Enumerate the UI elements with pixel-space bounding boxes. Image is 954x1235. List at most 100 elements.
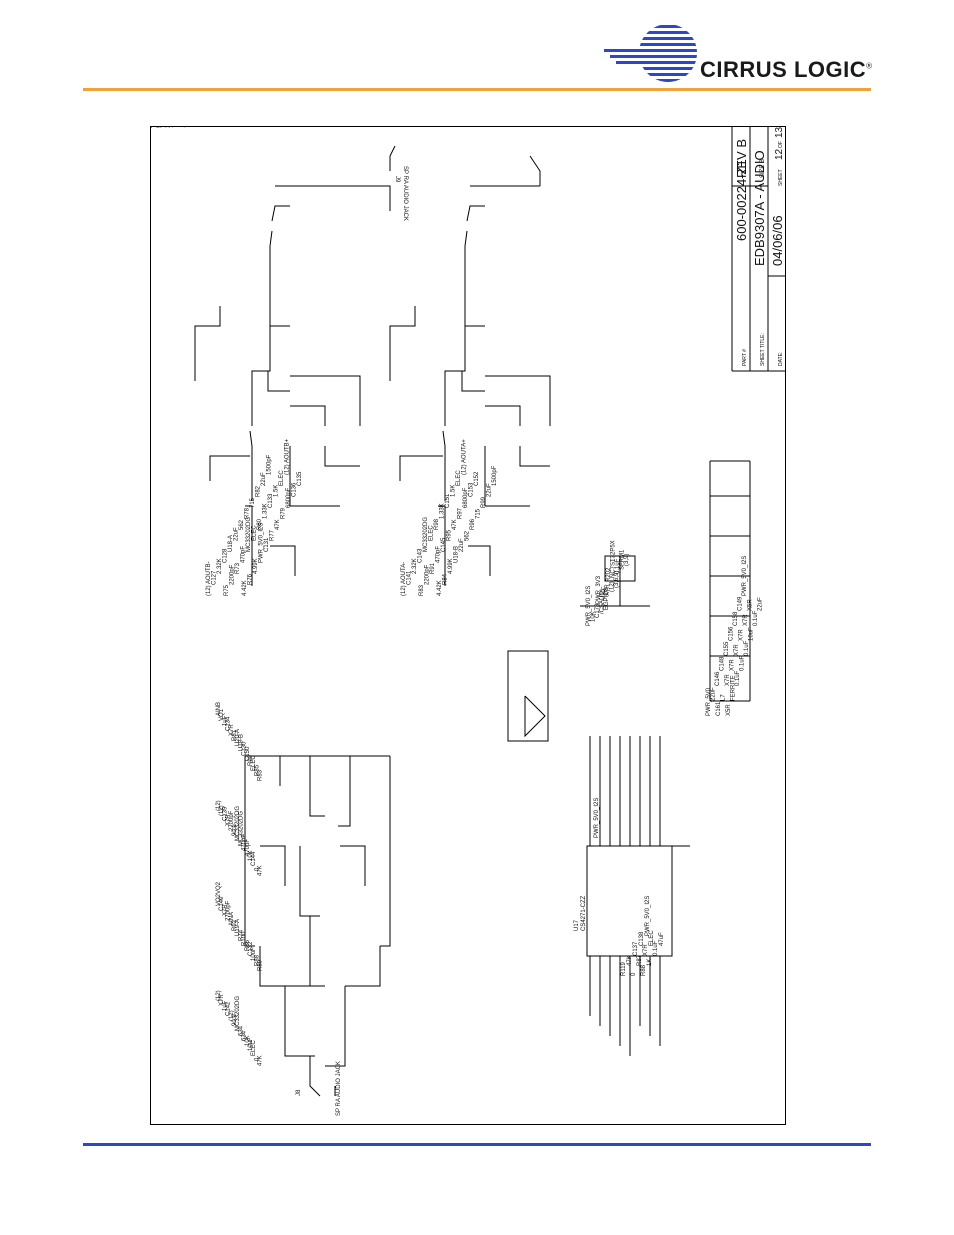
schematic-label: R76 [248, 573, 254, 585]
schematic-label: (3,9) [150, 126, 162, 128]
schematic-label: C145 [441, 537, 447, 552]
schematic-label: /CSAUD [600, 591, 606, 614]
schematic-label: R82 [256, 485, 262, 497]
schematic-label: 90.9 [232, 1014, 238, 1026]
schematic-label: U20-A [235, 729, 241, 746]
schematic-label: 1uF [222, 1000, 228, 1011]
schematic-label: R79 [281, 507, 287, 519]
schematic-label: 470pF [436, 546, 442, 563]
schematic-label: 22uF [758, 597, 764, 611]
part-label: PART # [742, 349, 748, 366]
schematic-label: R73 [235, 562, 241, 574]
schematic-label: R84 [443, 573, 449, 585]
schematic-label: C130 [242, 741, 248, 756]
schematic-label: SDIN [150, 126, 164, 128]
schematic-label: 4.42K [242, 580, 248, 596]
schematic-label: 47K [452, 519, 458, 530]
schematic-label: U15 [601, 588, 607, 600]
schematic-label: AINA [150, 126, 164, 128]
schematic-label: VQ1 [150, 126, 163, 128]
schematic-label: ELEC [251, 755, 257, 771]
codec-right-net-labels: AOUTB-AOUTB+AOUTA+AOUTA-VQ2VQ2AINBAINAVQ… [150, 126, 175, 128]
schematic-label: 22uF [487, 483, 493, 497]
schematic-label: (12) [229, 1010, 235, 1021]
schematic-label: C139 [222, 806, 228, 821]
schematic-label: R81 [232, 729, 238, 741]
schematic-label: VA [150, 126, 158, 128]
schematic-label: 470pF [245, 839, 251, 856]
schematic-label: VQ1 [150, 126, 163, 128]
schematic-label: (12) [150, 126, 161, 128]
schematic-label: (3,9) [150, 126, 162, 128]
schematic-label: X7R [222, 904, 228, 916]
brand-name: CIRRUS LOGIC [700, 57, 867, 82]
schematic-label: 2200pF [425, 564, 431, 585]
schematic-label: X5R [726, 704, 732, 716]
schematic-label: SDIN [150, 126, 164, 128]
schematic-label: 470pF [242, 834, 248, 851]
schematic-label: MC33202DG [235, 996, 241, 1031]
schematic-label: R83 [258, 769, 264, 781]
schematic-label: (12) [150, 126, 161, 128]
schematic-label: 47K [275, 519, 281, 530]
schematic-label: 562 [239, 519, 245, 530]
schematic-label: PWR_5V0 [706, 687, 712, 716]
schematic-label: ELEC [456, 470, 462, 486]
schematic-label: M0 [150, 126, 159, 128]
schematic-label: 470pF [241, 546, 247, 563]
schematic-label: AD0/CS [150, 126, 172, 128]
schematic-label: AOUTB- [150, 126, 173, 128]
schematic-label: SFRM1 [620, 549, 626, 570]
schematic-label: R90 [248, 754, 254, 766]
schematic-label: R119 [621, 961, 627, 976]
schematic-label: R91 [430, 562, 436, 574]
sheet-label: SHEET [778, 169, 784, 186]
schematic-label: VL [150, 126, 158, 128]
schematic-label: AOUTA+ [150, 126, 174, 128]
schematic-label: (12) [150, 126, 161, 128]
codec-id: U17 CS4271-CZZ PWR_5V0_I2S [574, 798, 600, 931]
schematic-label: NC7ST32P5X [611, 540, 617, 578]
schematic-label: (12) AOUTA+ [462, 439, 468, 475]
schematic-label: 10K [248, 850, 254, 861]
schematic-label: 47K [258, 1055, 264, 1066]
schematic-label: (12) AOUTA- [401, 562, 407, 596]
schematic-label: R99 [481, 496, 487, 508]
schematic-label: (12) [150, 126, 161, 128]
schematic-label: 1.33K [263, 503, 269, 519]
schematic-label: R88 [641, 964, 647, 976]
schematic-label: AINA [150, 126, 164, 128]
schematic-label: 634 [242, 1030, 248, 1041]
schematic-label: R98 [434, 518, 440, 530]
schematic-label: C136 [292, 482, 298, 497]
schematic-label: FILT+ [150, 126, 166, 128]
schematic-label: PWR_5V0_I2S [586, 586, 592, 626]
schematic-label: 0 [254, 1057, 260, 1061]
schematic-label: C131 [264, 537, 270, 552]
codec-supply: PWR_5V0_I2S [594, 798, 600, 838]
schematic-label: C140 [219, 896, 225, 911]
schematic-label: 2.32K [412, 558, 418, 574]
schematic-label: 1500pF [492, 465, 498, 486]
schematic-label: AMUTEC [150, 126, 176, 128]
schematic-label: MC33202DG [150, 126, 185, 128]
schematic-label: X7R [725, 674, 731, 686]
schematic-label: AGND [150, 126, 168, 128]
schematic-label: AINA [229, 912, 235, 926]
schematic-label: C142 [226, 1001, 232, 1016]
schematic-label: 6800pF [463, 487, 469, 508]
footer-rule [83, 1143, 871, 1146]
schematic-label: X7R [643, 944, 649, 956]
schematic-label: (12) [216, 800, 222, 811]
schematic-label: MCLK [150, 126, 167, 128]
schematic-label: 0 [254, 867, 260, 871]
schematic-label: U18-B [454, 546, 460, 563]
schematic-label: LRCK [150, 126, 166, 128]
schematic-label: M3 [150, 126, 159, 128]
schematic-label: X7R [229, 724, 235, 736]
schematic-label: U18-A [228, 535, 234, 552]
jack-j9-ref: J9 [394, 176, 400, 183]
schematic-label: (3,9) [150, 126, 162, 128]
